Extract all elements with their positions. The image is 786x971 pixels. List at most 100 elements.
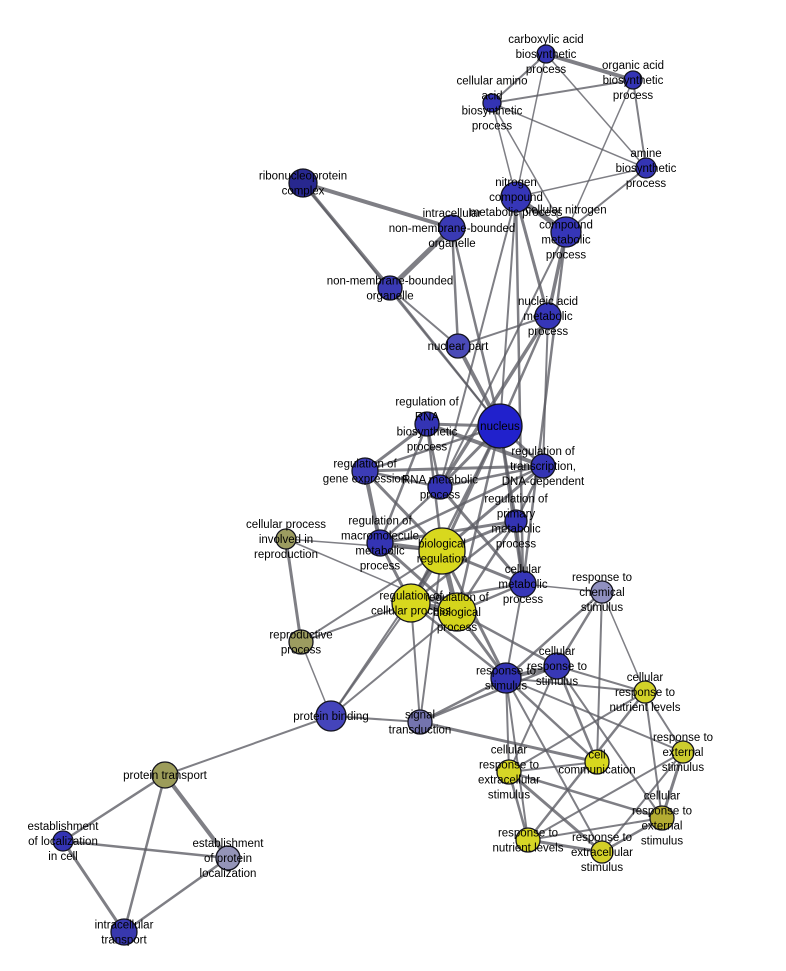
edge-nmb--nuclear_part (389, 287, 459, 347)
node-est_loc[interactable] (52, 830, 74, 852)
node-amine[interactable] (635, 157, 657, 179)
edge-signal--bio_reg (419, 550, 443, 723)
node-cell_comm[interactable] (584, 749, 610, 775)
edge-resp_chem--cell_resp_nutr (601, 591, 646, 693)
edge-nitrogen--nucleus (499, 196, 517, 427)
node-reg_macro[interactable] (366, 529, 394, 557)
edge-repro--bio_reg (300, 550, 443, 643)
node-reg_cell[interactable] (391, 583, 431, 623)
node-nitrogen[interactable] (500, 181, 532, 213)
edge-cpir--bio_reg (285, 538, 443, 552)
node-signal[interactable] (407, 709, 433, 735)
node-reg_primary[interactable] (504, 509, 528, 533)
edge-cell_resp_nutr--resp_ext (644, 691, 684, 753)
edge-intra_nmb--nucleus (450, 226, 502, 428)
node-nuclear_part[interactable] (445, 333, 471, 359)
node-cell_resp_ext[interactable] (649, 805, 675, 831)
edge-carboxylic--amine (545, 53, 647, 169)
node-nucleic[interactable] (534, 302, 562, 330)
node-resp_extra[interactable] (590, 840, 614, 864)
node-cpir[interactable] (275, 528, 297, 550)
node-resp_nutr[interactable] (515, 827, 541, 853)
node-reg_rna[interactable] (414, 411, 440, 437)
edge-amine--cell_nitrogen (565, 167, 647, 233)
edge-ribo--intra_nmb (301, 181, 454, 230)
edge-resp_stim--cell_resp_nutr (505, 677, 646, 693)
edge-signal--reg_cell (410, 602, 421, 723)
node-cell_met[interactable] (509, 570, 537, 598)
node-prot_bind[interactable] (315, 700, 347, 732)
node-resp_ext[interactable] (671, 740, 695, 764)
edge-signal--cell_resp_stim (418, 664, 559, 724)
node-reg_bio[interactable] (437, 592, 477, 632)
node-resp_chem[interactable] (590, 580, 614, 604)
node-cell_resp_extra[interactable] (496, 759, 522, 785)
edge-reg_tx--rna_met (438, 464, 545, 489)
edge-cell_nitrogen--cell_met (521, 230, 568, 586)
node-reg_tx[interactable] (530, 453, 556, 479)
node-ribo[interactable] (288, 168, 318, 198)
nodes-layer (52, 44, 695, 946)
node-cell_nitrogen[interactable] (550, 216, 582, 248)
edge-carboxylic--organic (544, 52, 635, 82)
edge-reg_rna--reg_tx (425, 422, 545, 468)
edge-organic--cell_nitrogen (565, 79, 634, 233)
edge-cell_met--resp_stim (505, 583, 524, 679)
edge-cell_nitrogen--rna_met (439, 231, 567, 488)
edge-carboxylic--nitrogen (515, 53, 547, 198)
edge-organic--amino (491, 79, 634, 104)
node-cell_resp_nutr[interactable] (633, 680, 657, 704)
node-repro[interactable] (288, 629, 314, 655)
node-amino[interactable] (482, 93, 502, 113)
edge-resp_nutr--cell_resp_ext (527, 817, 663, 841)
edge-reg_primary--reg_cell (409, 519, 518, 605)
edge-cell_resp_nutr--cell_resp_ext (644, 691, 663, 819)
node-intra_nmb[interactable] (438, 214, 466, 242)
edge-resp_stim--resp_extra (505, 677, 603, 853)
node-est_prot_loc[interactable] (215, 845, 241, 871)
node-intra_transport[interactable] (110, 918, 138, 946)
node-reg_gene[interactable] (351, 457, 379, 485)
edge-prot_transport--est_loc (61, 773, 167, 843)
edge-reg_tx--reg_macro (378, 464, 545, 545)
edge-carboxylic--amino (491, 53, 547, 104)
edge-est_loc--est_prot_loc (61, 839, 230, 860)
edge-organic--amine (632, 79, 647, 169)
edge-nucleic--nuclear_part (457, 315, 549, 347)
node-rna_met[interactable] (427, 474, 453, 500)
node-resp_stim[interactable] (490, 662, 522, 694)
edge-resp_stim--resp_ext (505, 677, 684, 753)
edge-resp_stim--cell_comm (504, 676, 599, 764)
node-nmb[interactable] (377, 275, 403, 301)
edge-cell_resp_stim--cell_comm (555, 664, 599, 764)
edge-resp_ext--resp_nutr (527, 751, 684, 841)
edge-cell_resp_nutr--cell_resp_extra (508, 691, 646, 773)
node-carboxylic[interactable] (536, 44, 556, 64)
edge-prot_bind--reg_cell (330, 602, 412, 717)
edge-cell_resp_stim--cell_resp_ext (556, 665, 663, 819)
edge-resp_chem--cell_comm (596, 591, 603, 763)
node-organic[interactable] (623, 70, 643, 90)
edge-amino--cell_nitrogen (491, 102, 567, 233)
edge-resp_ext--resp_extra (601, 751, 684, 853)
edge-signal--resp_stim (418, 676, 508, 724)
node-cell_resp_stim[interactable] (543, 652, 571, 680)
node-nucleus[interactable] (477, 403, 523, 449)
node-prot_transport[interactable] (151, 761, 179, 789)
edge-prot_bind--reg_bio (330, 611, 458, 717)
edge-resp_extra--cell_resp_extra (507, 770, 604, 854)
edge-cell_comm--cell_resp_extra (508, 761, 598, 773)
edges-layer (61, 52, 685, 934)
edge-est_prot_loc--intra_transport (122, 856, 230, 934)
edge-resp_stim--resp_nutr (505, 677, 529, 841)
edge-cell_resp_stim--resp_chem (555, 590, 604, 668)
node-bio_reg[interactable] (418, 527, 466, 575)
edge-prot_bind--prot_transport (164, 715, 332, 776)
edge-nitrogen--rna_met (439, 196, 517, 488)
edge-intra_nmb--nuclear_part (450, 226, 460, 348)
edge-intra_nmb--nmb (387, 225, 455, 291)
edge-cell_resp_stim--cell_resp_nutr (556, 665, 646, 693)
edge-nucleic--rna_met (438, 314, 550, 489)
